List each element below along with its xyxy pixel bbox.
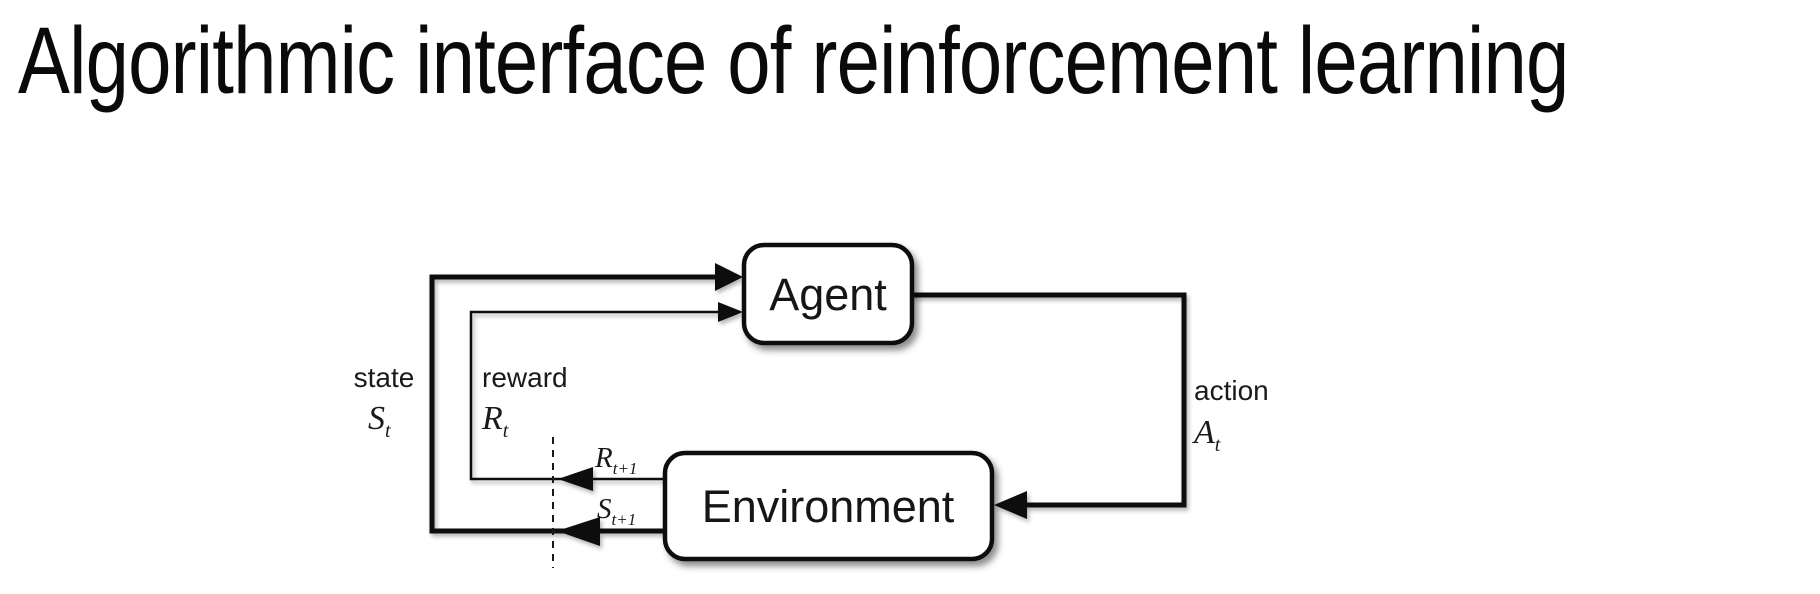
reward-word-label: reward — [482, 362, 568, 393]
state-loop-line — [429, 274, 736, 534]
next-reward-arrowhead — [558, 467, 593, 491]
environment-label: Environment — [702, 481, 955, 532]
state-symbol: St — [368, 400, 391, 442]
action-symbol: At — [1192, 414, 1221, 456]
state-into-agent-arrowhead — [715, 263, 743, 291]
action-into-environment-arrowhead — [994, 491, 1027, 519]
next-state-symbol: St+1 — [597, 493, 636, 529]
state-word-label: state — [354, 362, 415, 393]
slide-title: Algorithmic interface of reinforcement l… — [18, 8, 1569, 114]
next-reward-symbol: Rt+1 — [594, 442, 637, 478]
action-loop-line — [912, 292, 1187, 508]
agent-box — [741, 242, 915, 346]
action-word-label: action — [1194, 375, 1269, 406]
reward-symbol: Rt — [481, 400, 509, 442]
reward-into-agent-arrowhead — [718, 302, 743, 322]
agent-label: Agent — [769, 269, 887, 320]
environment-box — [662, 450, 995, 562]
next-state-arrowhead — [557, 517, 600, 546]
